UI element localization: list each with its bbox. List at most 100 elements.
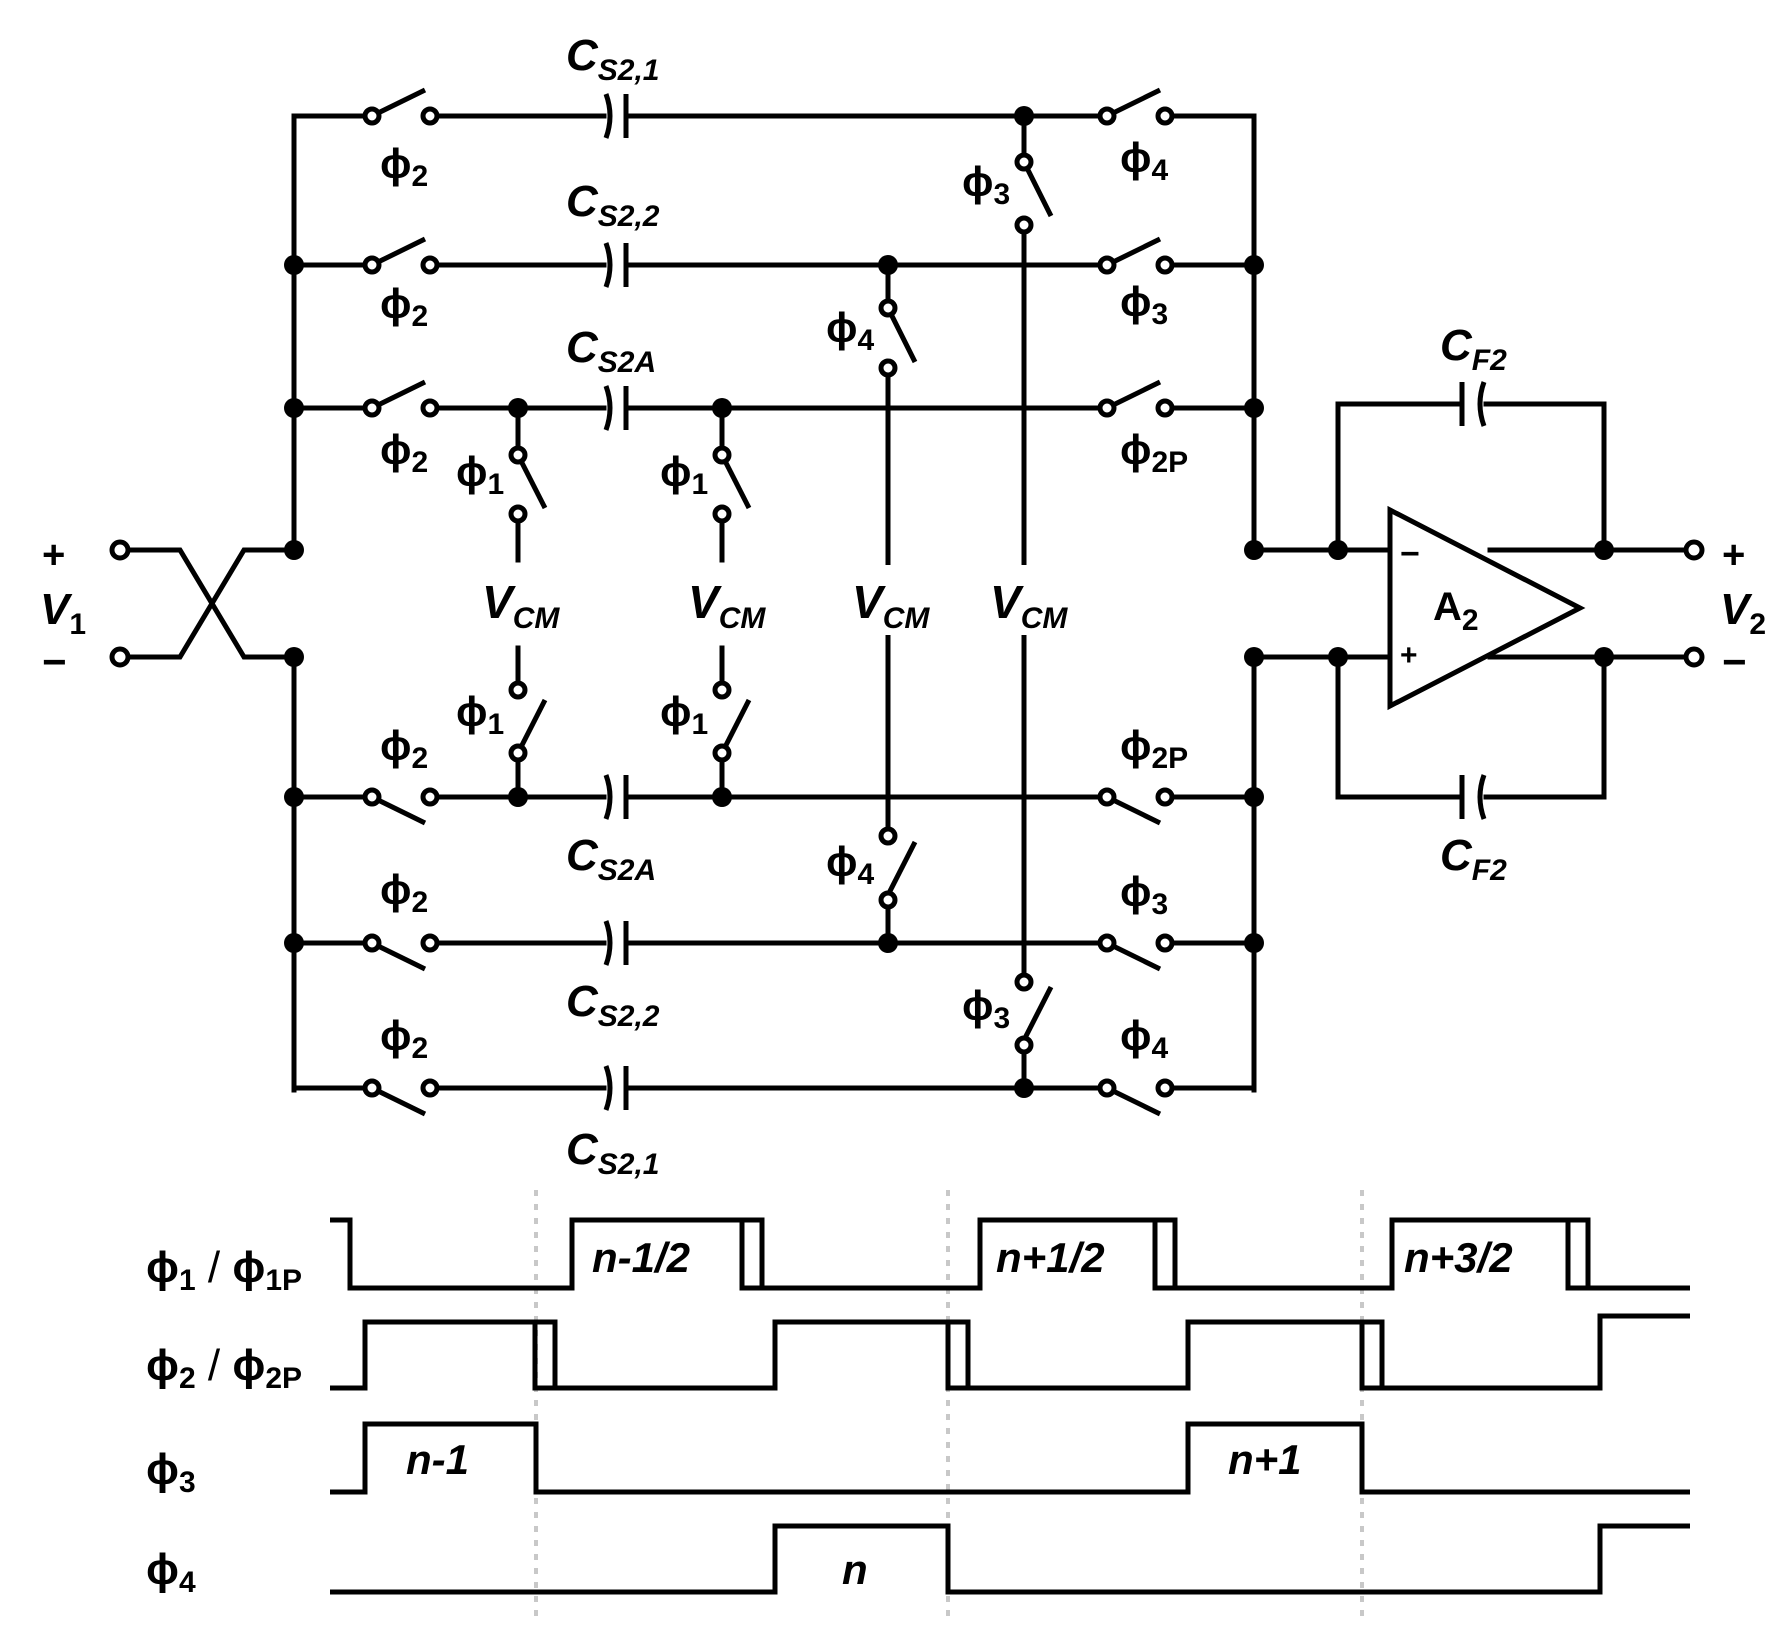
- switch-phi4-vertical-top: [878, 298, 918, 378]
- svg-text:ϕ2 / ϕ2P: ϕ2 / ϕ2P: [146, 1341, 302, 1395]
- waveform-phi1p: [742, 1217, 1591, 1288]
- switch-phi2p-row4: [1097, 787, 1175, 826]
- phase-label-phi2: ϕ: [380, 1012, 411, 1059]
- cap-label-cf2-top: C: [1440, 321, 1473, 370]
- svg-text:A2: A2: [1433, 585, 1479, 637]
- phase-labels: ϕ2 ϕ2 ϕ2 ϕ2 ϕ2 ϕ2 ϕ1 ϕ1 ϕ1 ϕ1 ϕ4 ϕ4 ϕ4 ϕ…: [380, 134, 1188, 1065]
- svg-text:CF2: CF2: [1440, 831, 1507, 887]
- phase-label-phi2: ϕ: [380, 426, 411, 473]
- svg-text:CS2,2: CS2,2: [566, 977, 660, 1033]
- phase-label-phi2p: ϕ: [1120, 722, 1151, 769]
- phase-label-phi1: ϕ: [456, 448, 487, 495]
- vcm-labels: VCM VCM VCM VCM: [482, 576, 1068, 635]
- phase-label-phi3: ϕ: [962, 158, 993, 205]
- svg-text:VCM: VCM: [852, 576, 930, 635]
- phase-label-phi3: ϕ: [1120, 868, 1151, 915]
- amp-sub: 2: [1462, 604, 1479, 637]
- svg-text:ϕ1: ϕ1: [456, 688, 504, 741]
- cap-label-cf2-bottom: C: [1440, 831, 1473, 880]
- capacitor-cs2a-top: [603, 385, 629, 431]
- switch-phi2-row3: [362, 379, 440, 418]
- svg-text:ϕ1: ϕ1: [660, 688, 708, 741]
- switch-phi3-row2: [1097, 236, 1175, 275]
- output-plus-sign: +: [1722, 533, 1745, 577]
- switch-phi4-vertical-bottom: [878, 826, 918, 910]
- switch-phi1-top-left: [508, 445, 548, 524]
- amp-plus-sign: +: [1400, 639, 1418, 672]
- phase-label-phi2: ϕ: [380, 140, 411, 187]
- output-terminal-plus: [1683, 539, 1705, 561]
- switch-phi4-row6: [1097, 1078, 1175, 1117]
- cap-label-cs21-top: C: [566, 31, 599, 80]
- input-sub: 1: [69, 608, 86, 641]
- waveform-phi2: [330, 1313, 1690, 1391]
- timing-pulse-labels: n-1/2 n+1/2 n+3/2 n-1 n+1 n: [406, 1234, 1513, 1593]
- cap-label-cs22-bottom: C: [566, 977, 599, 1026]
- junction-dots: [284, 106, 1614, 1098]
- vcm-label-3: V: [852, 576, 886, 628]
- phase-label-phi3: ϕ: [1120, 278, 1151, 325]
- circuit-wires: [125, 113, 1689, 1093]
- switch-phi3-vertical-bottom: [1014, 972, 1054, 1055]
- svg-text:VCM: VCM: [990, 576, 1068, 635]
- pulse-label-n-plus-half: n+1/2: [996, 1234, 1105, 1281]
- amp-minus-sign: −: [1400, 535, 1420, 573]
- switch-phi3-vertical-top: [1014, 152, 1054, 235]
- waveform-phi3: [330, 1421, 1690, 1495]
- svg-text:ϕ2: ϕ2: [380, 140, 428, 193]
- svg-text:ϕ2: ϕ2: [380, 1012, 428, 1065]
- switch-phi1-top-right: [712, 445, 752, 524]
- input-terminal-minus: [109, 646, 131, 668]
- switch-phi1-bottom-right: [712, 680, 752, 763]
- timing-label-phi4: ϕ: [146, 1545, 179, 1594]
- svg-text:ϕ3: ϕ3: [962, 158, 1010, 211]
- capacitor-cs22-bottom: [603, 920, 629, 966]
- phase-label-phi3: ϕ: [962, 982, 993, 1029]
- pulse-label-n-three-half: n+3/2: [1404, 1234, 1513, 1281]
- switch-phi2-row6: [362, 1078, 440, 1117]
- phase-label-phi1: ϕ: [456, 688, 487, 735]
- capacitor-cs22-top: [603, 242, 629, 288]
- timing-label-phi2: ϕ: [146, 1341, 179, 1390]
- svg-text:CF2: CF2: [1440, 321, 1507, 377]
- svg-text:CS2,1: CS2,1: [566, 1125, 660, 1181]
- amp-label: A: [1433, 585, 1462, 629]
- svg-text:ϕ4: ϕ4: [826, 838, 874, 891]
- switch-phi2-row4: [362, 787, 440, 826]
- capacitor-cs2a-bottom: [603, 774, 629, 820]
- svg-text:ϕ3: ϕ3: [146, 1445, 196, 1499]
- svg-text:ϕ4: ϕ4: [1120, 134, 1168, 187]
- phase-label-phi2p: ϕ: [1120, 426, 1151, 473]
- phase-label-phi2: ϕ: [380, 722, 411, 769]
- svg-text:VCM: VCM: [688, 576, 766, 635]
- switch-phi2-row1: [362, 87, 440, 126]
- timing-row-labels: ϕ1 / ϕ1P ϕ2 / ϕ2P ϕ3 ϕ4: [146, 1243, 302, 1599]
- input-minus-sign: −: [42, 638, 67, 685]
- vcm-label-2: V: [688, 576, 722, 628]
- svg-text:ϕ2P: ϕ2P: [1120, 722, 1188, 775]
- cap-label-cs21-bottom: C: [566, 1125, 599, 1174]
- input-plus-sign: +: [42, 533, 65, 577]
- capacitors: [603, 93, 1487, 1111]
- switch-phi2-row5: [362, 933, 440, 972]
- capacitor-cf2-bottom: [1459, 774, 1487, 820]
- switch-phi4-row1: [1097, 87, 1175, 126]
- svg-text:ϕ2P: ϕ2P: [1120, 426, 1188, 479]
- pulse-label-n: n: [842, 1546, 868, 1593]
- capacitor-cs21-top: [603, 93, 629, 139]
- cap-label-cs2a-bottom: C: [566, 831, 599, 880]
- phase-label-phi1: ϕ: [660, 448, 691, 495]
- input-terminal-plus: [109, 539, 131, 561]
- svg-text:ϕ2: ϕ2: [380, 722, 428, 775]
- svg-text:ϕ3: ϕ3: [962, 982, 1010, 1035]
- svg-text:ϕ1: ϕ1: [660, 448, 708, 501]
- capacitor-cs21-bottom: [603, 1065, 629, 1111]
- phase-label-phi4: ϕ: [1120, 134, 1151, 181]
- phase-label-phi1: ϕ: [660, 688, 691, 735]
- output-label: V: [1720, 585, 1753, 634]
- svg-text:ϕ4: ϕ4: [826, 304, 874, 357]
- svg-text:CS2,2: CS2,2: [566, 177, 660, 233]
- vcm-label-1: V: [482, 576, 516, 628]
- output-minus-sign: −: [1722, 638, 1747, 685]
